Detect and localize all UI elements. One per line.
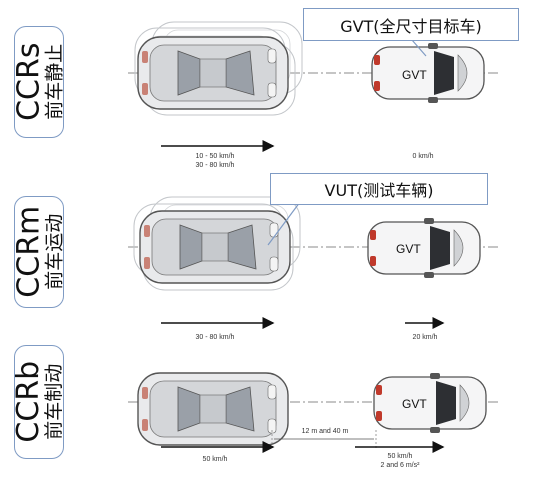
scenario-label-ccrb: CCRb 前车制动 [11, 345, 65, 459]
gvt-label: GVT [402, 397, 427, 411]
target-speed-line: 20 km/h [412, 334, 438, 341]
vut-speed-line: 30 - 80 km/h [195, 334, 235, 341]
vut-callout: VUT(测试车辆) [270, 173, 488, 205]
target-decel-line: 2 and 6 m/s² [380, 461, 420, 469]
callout-pointer [411, 39, 427, 57]
scenario-label-ccrs: CCRs 前车静止 [11, 26, 65, 138]
vut-callout-text: VUT(测试车辆) [324, 181, 434, 200]
vut-speed-line: 50 km/h [202, 456, 228, 463]
target-callout: GVT(全尺寸目标车) [303, 8, 519, 41]
callout-pointer [267, 201, 301, 246]
target-speed-line: 50 km/h [387, 453, 413, 460]
gap-label: 12 m and 40 m [290, 428, 360, 437]
vut-car [137, 36, 289, 110]
gvt-target-car [371, 42, 485, 104]
gvt-target-car [373, 372, 487, 434]
vut-speed-line: 30 - 80 km/h [195, 161, 235, 169]
vut-speed-label: 50 km/h [170, 456, 260, 465]
target-speed-label: 20 km/h [400, 334, 450, 343]
vut-speed-label: 30 - 80 km/h [170, 334, 260, 343]
target-speed-line: 0 km/h [412, 153, 434, 160]
gvt-label: GVT [396, 242, 421, 256]
vut-car [137, 372, 289, 446]
gap-text: 12 m and 40 m [301, 428, 349, 435]
vut-car [139, 210, 291, 284]
scenario-label-ccrm: CCRm 前车运动 [11, 196, 65, 308]
gvt-target-car [367, 217, 481, 279]
vut-speed-line: 10 - 50 km/h [195, 153, 235, 160]
target-speed-label: 0 km/h [398, 153, 448, 162]
target-speed-label: 50 km/h 2 and 6 m/s² [360, 453, 440, 471]
gvt-label: GVT [402, 68, 427, 82]
vut-speed-label: 10 - 50 km/h 30 - 80 km/h [170, 153, 260, 171]
target-callout-text: GVT(全尺寸目标车) [340, 16, 482, 36]
